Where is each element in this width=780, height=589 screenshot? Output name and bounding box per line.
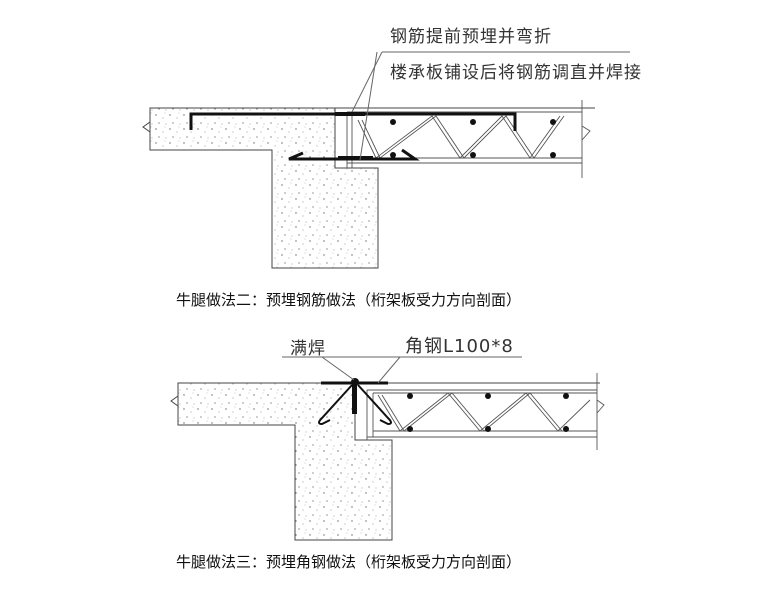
caption-detail-2: 牛腿做法二：预埋钢筋做法（桁架板受力方向剖面） [176,291,522,309]
truss-deck [366,373,605,450]
note-rebar-weld: 楼承板铺设后将钢筋调直并焊接 [390,63,642,83]
anchor-bar-right [357,384,392,426]
chord-bars [390,119,556,158]
break-line-left [142,121,151,133]
concrete-corbel [149,107,379,269]
leader-line-angle [377,356,401,384]
label-angle-steel: 角钢L100*8 [405,336,514,357]
truss-deck [346,100,591,178]
break-line-left [170,395,179,407]
detail-2-section [142,51,630,269]
leader-line-1 [351,51,383,113]
full-weld-point [351,378,359,386]
concrete-corbel [177,382,393,541]
chord-bars [407,393,569,432]
label-full-weld: 满焊 [290,339,326,359]
anchor-bar-left [318,384,353,426]
detail-3-section [170,356,605,541]
leader-line-2 [359,51,378,161]
note-rebar-pre-embed: 钢筋提前预埋并弯折 [390,27,552,47]
caption-detail-3: 牛腿做法三：预埋角钢做法（桁架板受力方向剖面） [176,553,522,571]
leader-line-weld [321,356,355,381]
